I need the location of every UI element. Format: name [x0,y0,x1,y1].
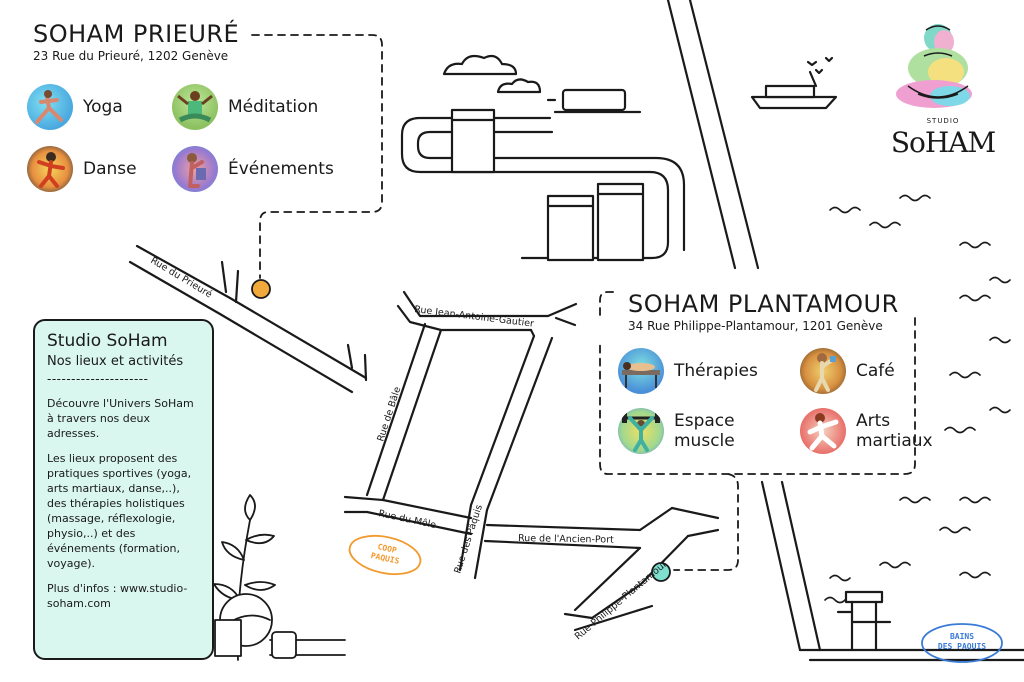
street-ancien-port [485,506,674,532]
activity-events[interactable]: Événements [172,146,334,192]
activity-label-muscle: Espace muscle [674,411,735,451]
bains-paquis-oval [921,623,1003,663]
street-bale [365,322,427,497]
info-box-divider: --------------------- [47,372,149,386]
activity-yoga[interactable]: Yoga [27,84,123,130]
activity-therapies[interactable]: Thérapies [618,348,758,394]
street-label-jean-antoine-gautier: Rue Jean-Antoine-Gautier [414,304,535,330]
weightlifter-icon [618,408,664,454]
callout-dash-prieure [251,34,383,279]
coffee-figure-icon [800,348,846,394]
activity-martial-arts[interactable]: Arts martiaux [800,408,936,454]
massage-table-icon [618,348,664,394]
bains-paquis-tag: BAINS DES PAQUIS [924,632,1000,652]
info-box-paragraph: Les lieux proposent des pratiques sporti… [47,452,192,570]
activity-label-cafe: Café [856,361,895,381]
activity-label-meditation: Méditation [228,97,319,117]
road-loop [416,130,686,252]
info-box-subtitle: Nos lieux et activités [47,354,184,369]
activity-label-dance: Danse [83,159,137,179]
coop-paquis-oval [348,534,422,576]
street-jean-antoine-gautier [402,290,550,318]
street-label-mole: Rue du Môle [377,508,437,531]
activity-label-therapies: Thérapies [674,361,758,381]
events-figure-icon [172,146,218,192]
shoreline-line [760,480,802,652]
logo-name-text: SoHAM [890,126,996,159]
shoreline-line [666,0,737,270]
activity-muscle[interactable]: Espace muscle [618,408,744,454]
street-mole [343,495,473,520]
studio-soham-logo: STUDIO SoHAM [888,16,998,166]
yoga-figure-icon [27,84,73,130]
street-prieure [128,260,354,394]
plant-illustration [213,494,346,661]
shoreline-line [780,480,822,652]
callout-dash-plantamour [599,291,916,571]
venue-plantamour: SOHAM PLANTAMOUR 34 Rue Philippe-Plantam… [628,290,899,333]
boat-outline [750,95,838,110]
street-jean-antoine-gautier [396,304,533,332]
street-ancien-port [483,539,642,550]
street-label-bale: Rue de Bâle [375,385,403,443]
venue-plantamour-title: SOHAM PLANTAMOUR [628,290,899,318]
logo-studio-text: STUDIO [926,117,960,125]
activity-label-events: Événements [228,159,334,179]
road-loop [400,116,670,260]
venue-plantamour-address: 34 Rue Philippe-Plantamour, 1201 Genève [628,319,883,333]
activity-label-martial-arts: Arts martiaux [856,411,933,451]
street-paquis [473,336,554,580]
activity-label-yoga: Yoga [83,97,123,117]
logo-meditation-figure-icon [896,24,972,108]
venue-prieure-title: SOHAM PRIEURÉ [33,20,240,48]
lake-waves [824,194,1011,604]
street-prieure [135,244,368,380]
street-paquis [458,334,536,572]
activity-cafe[interactable]: Café [800,348,895,394]
venue-prieure: SOHAM PRIEURÉ 23 Rue du Prieuré, 1202 Ge… [33,20,239,63]
marker-plantamour [651,562,671,582]
meditation-figure-icon [172,84,218,130]
diving-tower-icon [798,590,1024,662]
activity-dance[interactable]: Danse [27,146,137,192]
bains-tag-line1: BAINS [949,632,975,641]
venue-prieure-address: 23 Rue du Prieuré, 1202 Genève [33,49,229,63]
activity-meditation[interactable]: Méditation [172,84,318,130]
bains-tag-line2: DES PAQUIS [937,642,987,651]
shoreline-line [688,0,760,270]
marker-prieure [251,279,271,299]
street-mole [343,510,473,536]
street-philippe-plantamour [573,546,642,612]
street-philippe-plantamour [590,534,690,620]
info-box-title: Studio SoHam [47,331,168,351]
info-box: Studio SoHam Nos lieux et activités ----… [33,319,214,660]
street-bale [381,328,443,502]
info-box-paragraph: Plus d'infos : www.studio-soham.com [47,582,188,610]
info-box-paragraph: Découvre l'Univers SoHam à travers nos d… [47,397,194,440]
street-label-philippe-plantamour: Rue Philippe-Plantamour [573,559,670,643]
dance-figure-icon [27,146,73,192]
martial-artist-icon [800,408,846,454]
street-label-ancien-port: Rue de l'Ancien-Port [518,533,614,546]
